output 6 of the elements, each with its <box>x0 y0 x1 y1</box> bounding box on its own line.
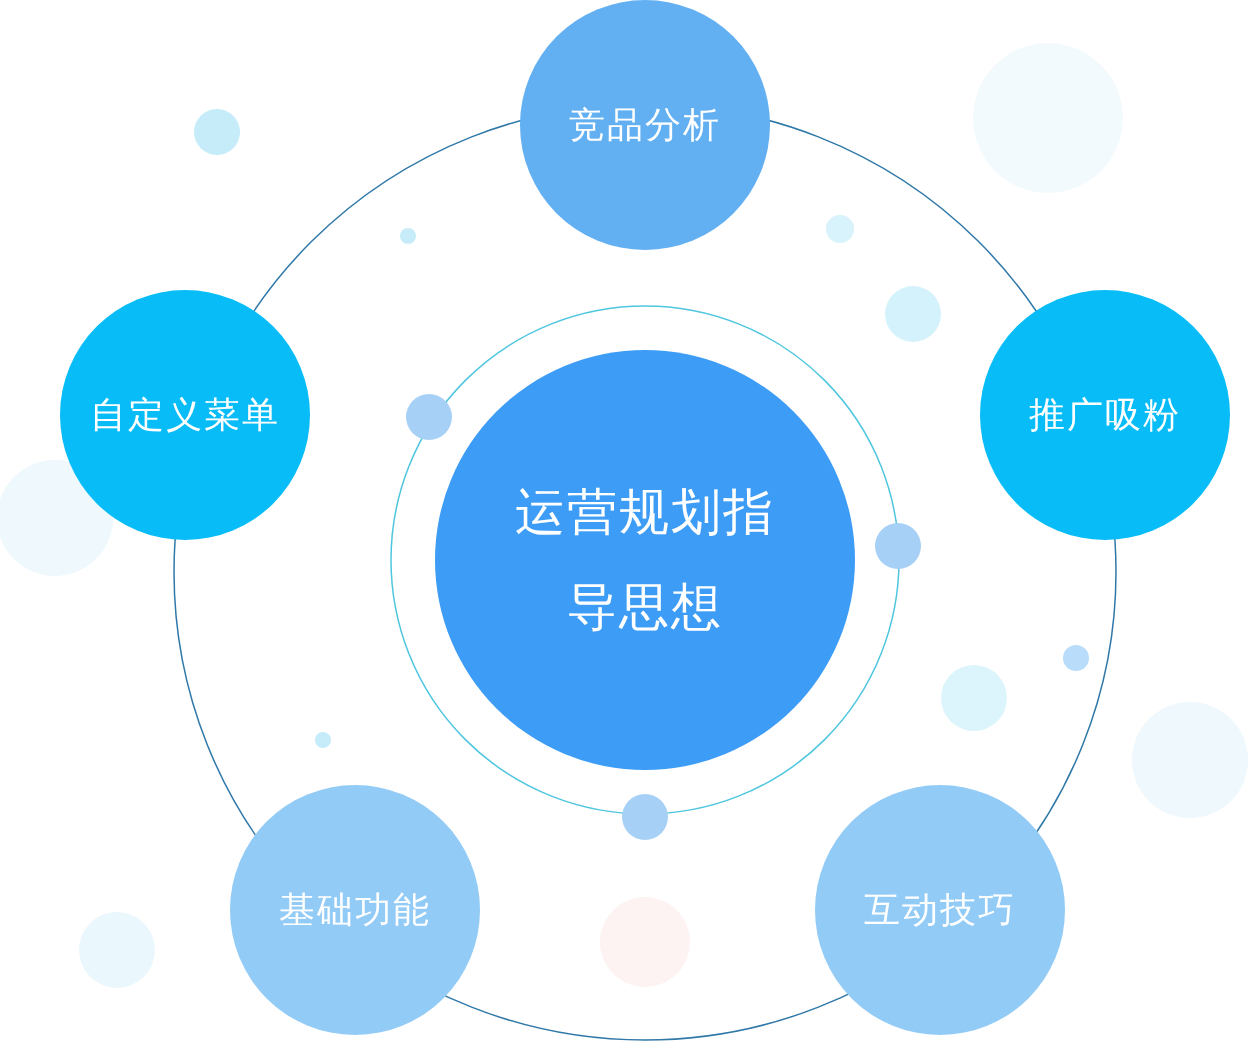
node-label: 推广吸粉 <box>1028 393 1182 437</box>
node-label: 运营规划指导思想 <box>515 482 775 638</box>
node-label: 竞品分析 <box>568 103 722 147</box>
node-label: 基础功能 <box>278 888 432 932</box>
node-label: 自定义菜单 <box>89 393 281 437</box>
node-label: 互动技巧 <box>863 888 1017 932</box>
